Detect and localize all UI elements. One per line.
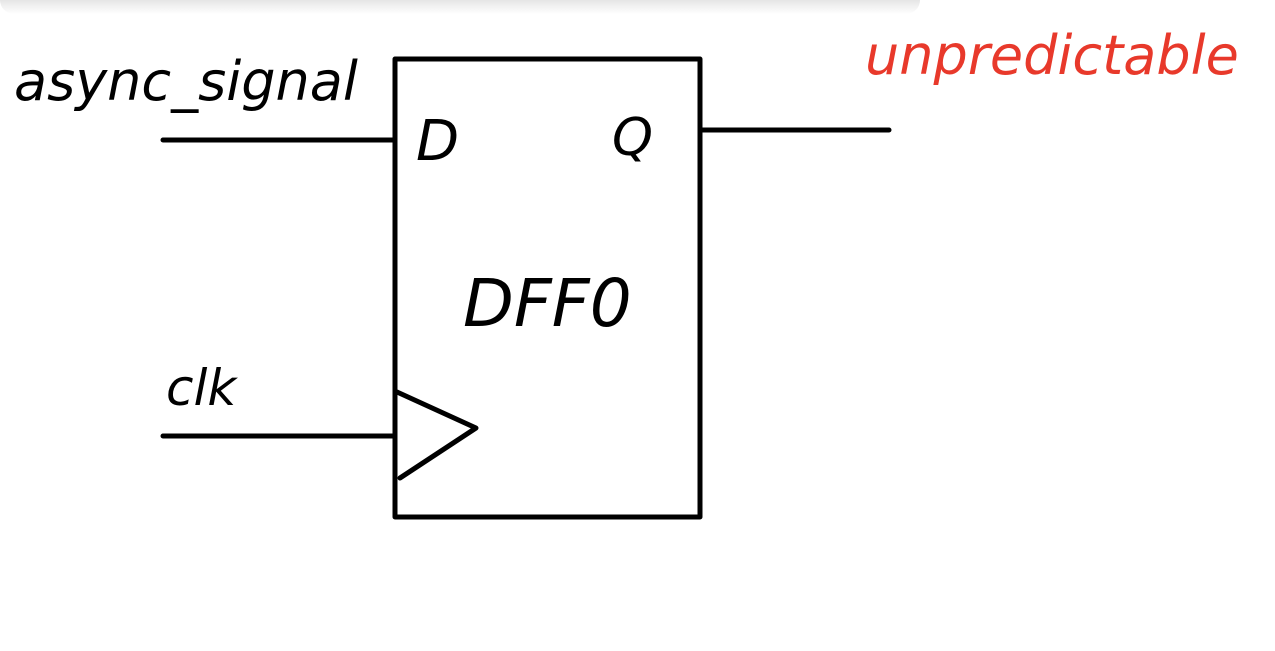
top-shadow: [0, 0, 920, 14]
clock-label: clk: [166, 359, 238, 417]
pin-q-label: Q: [612, 108, 653, 168]
pin-d-label: D: [416, 109, 459, 174]
clock-edge-triangle: [394, 389, 479, 481]
output-annotation: unpredictable: [865, 24, 1239, 87]
dff-box: [392, 56, 703, 520]
input-signal-label: async_signal: [14, 50, 358, 113]
block-name-label: DFF0: [463, 265, 632, 342]
